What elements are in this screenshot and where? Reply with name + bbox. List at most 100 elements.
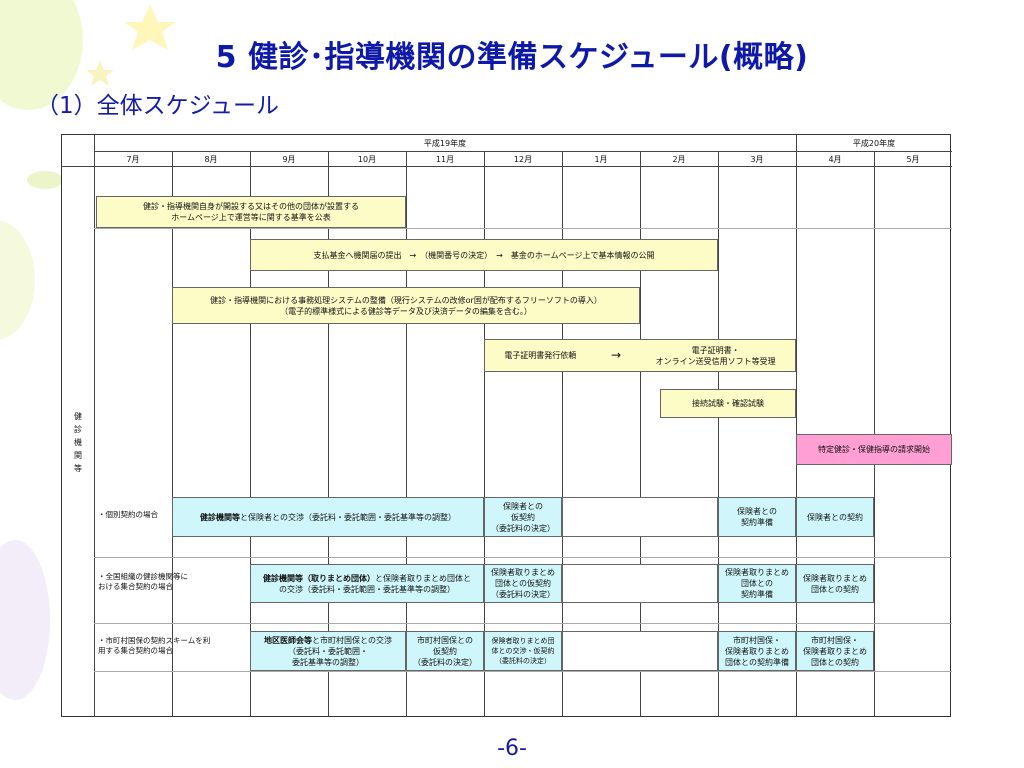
task-national-contract: 保険者取りまとめ 団体との契約 xyxy=(796,564,874,603)
task-text: 仮契約 xyxy=(433,646,457,656)
task-text: （委託料の決定） xyxy=(491,523,555,533)
grid-line xyxy=(718,151,719,716)
grid-line xyxy=(562,151,563,716)
task-text: 市町村国保・ xyxy=(733,635,781,645)
task-system-setup: 健診・指導機関における事務処理システムの整備（現行システムの改修or国が配布する… xyxy=(172,287,640,324)
task-text: と保険者取りまとめ団体と xyxy=(375,573,471,583)
arrow-right-icon: → xyxy=(610,348,622,362)
task-text: 団体との xyxy=(741,579,773,588)
task-fund-notification: 支払基金へ機関届の提出 → （機関番号の決定） → 基金のホームページ上で基本情… xyxy=(250,239,718,271)
task-municipal-negotiation: 地区医師会等と市町村国保との交渉 （委託料・委託範囲・ 委託基準等の調整） xyxy=(250,631,406,671)
task-text: 保険者取りまとめ xyxy=(803,646,867,656)
task-text: 団体との仮契約 xyxy=(495,579,551,588)
task-text: 市町村国保との xyxy=(417,635,473,645)
fiscal-year-19-header: 平成19年度 xyxy=(423,139,467,148)
page-number: -6- xyxy=(497,736,527,761)
grid-line xyxy=(640,151,641,716)
task-text: 電子証明書発行依頼 xyxy=(504,351,577,360)
task-text: 保険者との契約 xyxy=(807,512,863,522)
task-text: 健診・指導機関における事務処理システムの整備（現行システムの改修or国が配布する… xyxy=(210,295,602,305)
row-label-national: ・全国組織の健診機関等に おける集合契約の場合 xyxy=(98,572,188,592)
task-text: 保険者取りまとめ xyxy=(803,573,867,583)
task-text: （委託料・委託範囲・ xyxy=(287,646,368,656)
page-subtitle: （1）全体スケジュール xyxy=(36,93,280,119)
task-text: 保険者取りまとめ xyxy=(725,568,789,577)
task-text-bold: 健診機関等 xyxy=(200,512,241,522)
task-text: 保険者取りまとめ xyxy=(491,568,555,577)
schedule-table: 平成19年度 平成20年度 7月 8月 9月 10月 11月 12月 1月 2月… xyxy=(61,134,952,717)
grid-line xyxy=(94,623,952,624)
row-label-line: ・市町村国保の契約スキームを利 xyxy=(98,636,211,645)
month-header: 1月 xyxy=(594,155,608,164)
task-individual-negotiation: 健診機関等と保険者との交渉（委託料・委託範囲・委託基準等の調整） xyxy=(172,497,484,537)
month-header: 5月 xyxy=(906,155,920,164)
task-text: 仮契約 xyxy=(511,512,535,522)
task-connection-test: 接続試験・確認試験 xyxy=(660,389,796,418)
task-individual-prep: 保険者との 契約準備 xyxy=(718,497,796,537)
side-label-char: 関 xyxy=(74,451,82,460)
grid-line xyxy=(94,228,952,229)
grid-line xyxy=(406,151,407,716)
task-text: 健診・指導機関自身が開設する又はその他の団体が設置する xyxy=(143,202,359,211)
task-text: 委託基準等の調整） xyxy=(291,657,364,667)
task-text-bold: 地区医師会等 xyxy=(264,635,313,645)
task-text: と保険者との交渉（委託料・委託範囲・委託基準等の調整） xyxy=(240,512,456,522)
task-text: （委託料の決定） xyxy=(491,590,555,599)
grid-line xyxy=(874,151,875,716)
task-national-provisional: 保険者取りまとめ 団体との仮契約 （委託料の決定） xyxy=(484,564,562,603)
task-individual-contract: 保険者との契約 xyxy=(796,497,874,537)
task-text: 特定健診・保健指導の請求開始 xyxy=(818,445,930,454)
task-text: 保険者との xyxy=(737,507,777,516)
grid-line xyxy=(94,671,952,672)
month-header: 10月 xyxy=(357,155,377,164)
row-label-individual: ・個別契約の場合 xyxy=(98,510,158,519)
row-label-municipal: ・市町村国保の契約スキームを利 用する集合契約の場合 xyxy=(98,636,210,656)
task-municipal-provisional: 市町村国保との 仮契約 （委託料の決定） xyxy=(406,631,484,671)
task-national-negotiation: 健診機関等（取りまとめ団体）と保険者取りまとめ団体と の交渉（委託料・委託範囲・… xyxy=(250,564,484,603)
task-national-gap xyxy=(562,564,718,603)
month-header: 2月 xyxy=(672,155,686,164)
month-header: 12月 xyxy=(513,155,533,164)
task-text: 市町村国保・ xyxy=(811,635,859,645)
task-individual-gap xyxy=(562,497,718,537)
month-header: 9月 xyxy=(282,155,296,164)
task-municipal-gap xyxy=(562,631,718,671)
row-label-line: ・全国組織の健診機関等に xyxy=(98,572,188,581)
task-certificate: 電子証明書発行依頼 → 電子証明書・ オンライン送受信用ソフト等受理 xyxy=(484,339,796,372)
grid-line xyxy=(62,166,952,167)
month-header: 3月 xyxy=(750,155,764,164)
task-municipal-contract: 市町村国保・ 保険者取りまとめ 団体との契約 xyxy=(796,631,874,671)
task-text: 電子証明書・ xyxy=(691,345,740,355)
task-individual-provisional: 保険者との 仮契約 （委託料の決定） xyxy=(484,497,562,537)
grid-line xyxy=(328,151,329,716)
side-label: 健 診 機 関 等 xyxy=(71,410,85,475)
month-header: 8月 xyxy=(204,155,218,164)
task-text: オンライン送受信用ソフト等受理 xyxy=(655,356,776,366)
page-title: 5 健診･指導機関の準備スケジュール(概略) xyxy=(215,40,809,75)
side-label-char: 診 xyxy=(74,425,82,434)
grid-line xyxy=(94,151,952,152)
task-text: （委託料の決定） xyxy=(495,657,551,665)
fiscal-year-20-header: 平成20年度 xyxy=(852,139,896,148)
grid-line xyxy=(172,151,173,716)
side-label-char: 健 xyxy=(74,412,82,421)
row-label-line: 用する集合契約の場合 xyxy=(98,646,173,655)
task-national-prep: 保険者取りまとめ 団体との 契約準備 xyxy=(718,564,796,603)
task-municipal-prep: 市町村国保・ 保険者取りまとめ 団体との契約準備 xyxy=(718,631,796,671)
task-text-bold: 健診機関等（取りまとめ団体） xyxy=(263,573,375,583)
task-municipal-insurer-negotiation: 保険者取りまとめ団 体との交渉・仮契約 （委託料の決定） xyxy=(484,631,562,671)
task-billing-start: 特定健診・保健指導の請求開始 xyxy=(796,434,952,465)
task-text: 接続試験・確認試験 xyxy=(692,399,764,408)
task-text: 契約準備 xyxy=(741,590,773,599)
grid-line xyxy=(250,151,251,716)
grid-line xyxy=(484,151,485,716)
task-text: 支払基金へ機関届の提出 → （機関番号の決定） → 基金のホームページ上で基本情… xyxy=(313,250,655,260)
task-text: 保険者との xyxy=(503,501,543,511)
task-text: の交渉（委託料・委託範囲・委託基準等の調整） xyxy=(279,584,455,594)
task-text: （電子的標準様式による健診等データ及び決済データの編集を含む。） xyxy=(280,306,532,316)
task-text: 団体との契約 xyxy=(811,584,859,594)
task-text: 団体との契約準備 xyxy=(725,657,789,667)
task-standards-publish: 健診・指導機関自身が開設する又はその他の団体が設置する ホームページ上で運営等に… xyxy=(96,196,406,228)
row-label-line: おける集合契約の場合 xyxy=(98,582,173,591)
